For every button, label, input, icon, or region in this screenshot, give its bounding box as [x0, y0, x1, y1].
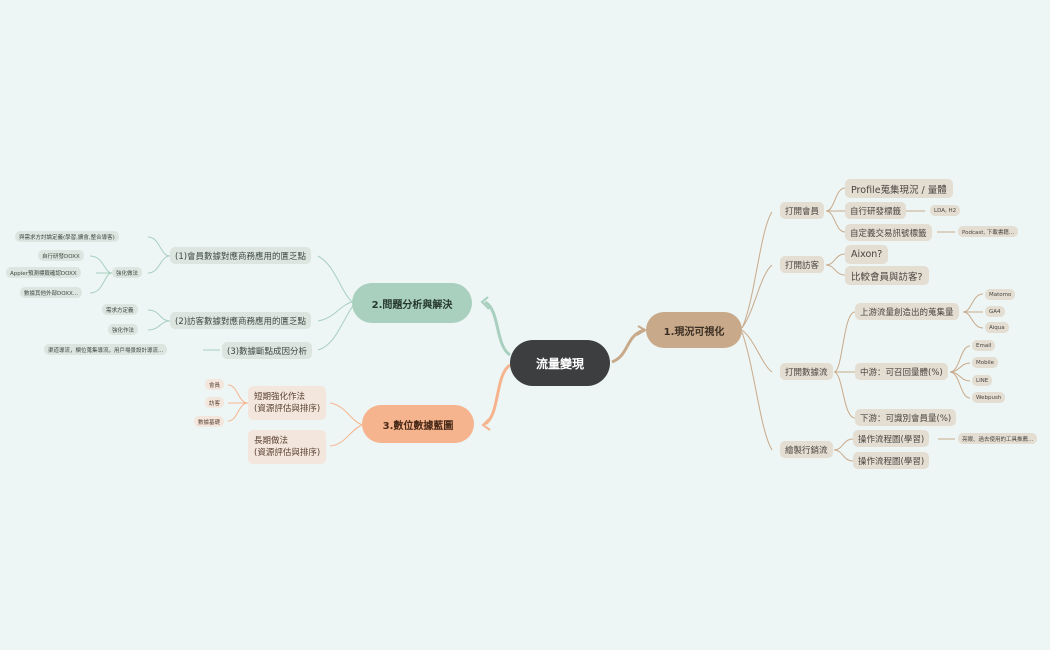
long-term-line-1: 長期做法 [254, 436, 289, 446]
demand-definition-node[interactable]: 需求方定義 [102, 304, 138, 315]
short-term-member[interactable]: 會員 [205, 379, 225, 390]
channel-email[interactable]: Email [972, 340, 996, 351]
external-doxx[interactable]: 數據其他外部DOXX... [20, 287, 82, 298]
custom-transaction-tags-node[interactable]: 自定義交易訊號標籤 [845, 224, 932, 241]
lda-note[interactable]: LDA, H2 [930, 205, 961, 216]
operation-flow-node-1[interactable]: 操作流程圖(學習) [853, 430, 930, 447]
branch-3-topic[interactable]: 3.數位數據藍圖 [362, 405, 474, 443]
long-term-node[interactable]: 長期做法 (資源評估與排序) [248, 430, 327, 464]
short-term-node[interactable]: 短期強化作法 (資源評估與排序) [248, 386, 327, 420]
short-term-line-2: (資源評估與排序) [254, 404, 321, 414]
central-topic[interactable]: 流量變現 [510, 340, 610, 386]
open-dataflow-node[interactable]: 打開數據流 [780, 363, 833, 380]
data-breakpoint-node[interactable]: (3)數據斷點成因分析 [222, 342, 313, 359]
self-developed-tags-node[interactable]: 自行研發標籤 [845, 202, 907, 219]
channel-line[interactable]: LINE [972, 375, 993, 386]
operation-flow-node-2[interactable]: 操作流程圖(學習) [853, 452, 930, 469]
visitor-data-gap-node[interactable]: (2)訪客數據對應商務應用的匱乏點 [170, 312, 312, 329]
marketing-flow-node[interactable]: 繪製行銷流 [780, 441, 833, 458]
compare-member-visitor-node[interactable]: 比較會員與訪客? [845, 266, 929, 285]
branch-1-topic[interactable]: 1.現況可視化 [646, 312, 742, 348]
long-term-line-2: (資源評估與排序) [254, 448, 321, 458]
strengthen-practice-node[interactable]: 強化作法 [108, 324, 139, 335]
demand-definition-note[interactable]: 與需求方討論定義(學習,擴會,整合導客) [15, 231, 119, 242]
short-term-line-1: 短期強化作法 [254, 392, 306, 402]
tool-recommend-note[interactable]: 亮眼、過去使用的工具推薦... [958, 433, 1038, 444]
open-visitor-node[interactable]: 打開訪客 [780, 256, 825, 273]
channel-guidance-note[interactable]: 渠道導流，欄位蒐集導流，用戶場景設計導流... [44, 344, 168, 355]
tool-aiqua[interactable]: Aiqua [985, 322, 1009, 333]
podcast-note[interactable]: Podcast, 下載書籍... [958, 226, 1019, 237]
channel-webpush[interactable]: Webpush [972, 392, 1006, 403]
tool-ga4[interactable]: GA4 [985, 306, 1005, 317]
appier-doxx[interactable]: Appier預測標籤確認DOXX [6, 267, 81, 278]
aixon-node[interactable]: Aixon? [845, 245, 889, 264]
downstream-node[interactable]: 下游：可識別會員量(%) [855, 409, 957, 426]
midstream-node[interactable]: 中游：可召回量體(%) [855, 363, 948, 380]
profile-collection-node[interactable]: Profile蒐集現況 / 量體 [845, 179, 953, 198]
open-member-node[interactable]: 打開會員 [780, 202, 825, 219]
channel-mobile[interactable]: Mobile [972, 357, 999, 368]
upstream-node[interactable]: 上游流量創造出的蒐集量 [855, 303, 959, 320]
short-term-data-basis[interactable]: 數據基礎 [194, 416, 225, 427]
member-data-gap-node[interactable]: (1)會員數據對應商務應用的匱乏點 [170, 247, 312, 264]
strengthen-method-node[interactable]: 強化做法 [112, 267, 143, 278]
branch-2-topic[interactable]: 2.問題分析與解決 [352, 283, 472, 323]
short-term-visitor[interactable]: 訪客 [205, 397, 225, 408]
tool-matomo[interactable]: Matomo [985, 289, 1016, 300]
self-developed-doxx[interactable]: 自行研發DOXX [38, 250, 84, 261]
